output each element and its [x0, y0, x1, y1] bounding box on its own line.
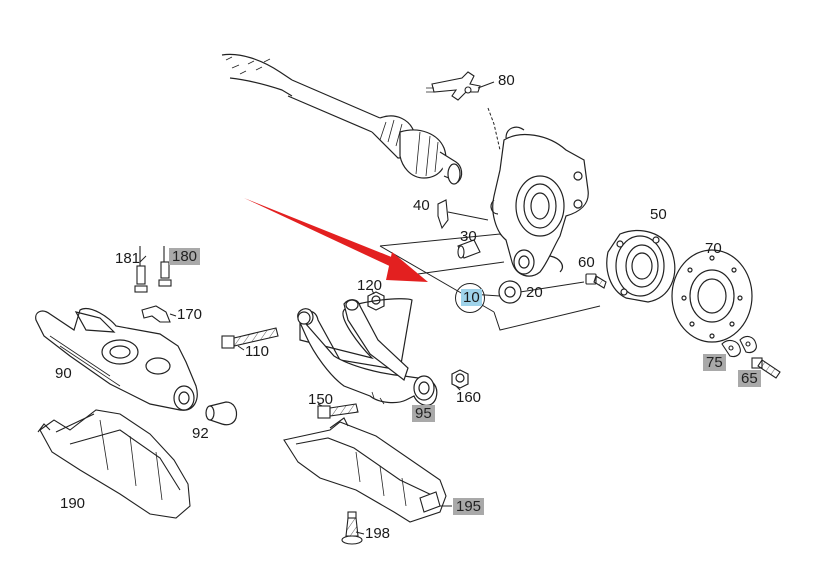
cover-part-190[interactable]	[37, 409, 191, 519]
bolt-part-181[interactable]	[134, 246, 148, 293]
label-part-198[interactable]: 198	[365, 525, 391, 542]
label-part-170[interactable]: 170	[177, 306, 203, 323]
label-part-95[interactable]: 95	[412, 405, 435, 422]
label-part-40[interactable]: 40	[413, 197, 430, 214]
rivet-part-198[interactable]	[341, 511, 363, 545]
brake-disc-part-70[interactable]	[671, 249, 753, 343]
label-part-92[interactable]: 92	[192, 425, 209, 442]
wheel-hub-part-50[interactable]	[606, 230, 676, 303]
clip-part-170[interactable]	[141, 305, 171, 323]
bolt-part-150[interactable]	[317, 403, 359, 419]
bolt-part-110[interactable]	[221, 327, 279, 349]
label-part-150[interactable]: 150	[308, 391, 334, 408]
bush-part-92[interactable]	[205, 401, 238, 426]
bolt-part-65[interactable]	[751, 357, 781, 379]
control-arm-part-95[interactable]	[297, 298, 438, 406]
nut-part-160[interactable]	[451, 369, 469, 389]
bracket-part-80[interactable]	[426, 71, 481, 101]
label-part-190[interactable]: 190	[60, 495, 86, 512]
label-part-110[interactable]: 110	[245, 343, 269, 360]
wheel-carrier-knuckle[interactable]	[490, 126, 589, 277]
nut-part-120[interactable]	[367, 291, 385, 311]
drive-shaft[interactable]	[221, 53, 463, 185]
label-part-90[interactable]: 90	[55, 365, 72, 382]
label-part-70[interactable]: 70	[705, 240, 722, 257]
leader-lines	[379, 233, 601, 331]
label-part-180[interactable]: 180	[169, 248, 201, 265]
selected-part-ring	[455, 283, 485, 313]
bush-part-30[interactable]	[457, 239, 481, 259]
red-pointer-arrow	[244, 198, 428, 282]
label-leaders	[139, 255, 461, 535]
bolt-part-180[interactable]	[158, 246, 172, 287]
clip-part-75[interactable]	[721, 335, 757, 358]
label-part-120[interactable]: 120	[357, 277, 383, 294]
label-part-80[interactable]: 80	[498, 72, 515, 89]
label-part-195[interactable]: 195	[453, 498, 485, 515]
label-part-10[interactable]: 10	[461, 289, 482, 306]
label-part-160[interactable]: 160	[456, 389, 482, 406]
bolt-part-60[interactable]	[585, 273, 607, 289]
label-part-65[interactable]: 65	[738, 370, 761, 387]
label-part-50[interactable]: 50	[650, 206, 667, 223]
label-part-30[interactable]: 30	[460, 228, 477, 245]
label-part-20[interactable]: 20	[526, 284, 543, 301]
cover-part-195[interactable]	[283, 417, 447, 523]
label-part-181[interactable]: 181	[115, 250, 141, 267]
clip-part-40[interactable]	[437, 199, 489, 230]
trailing-arm-part-90[interactable]	[35, 308, 198, 411]
bearing-part-20[interactable]	[498, 280, 522, 304]
label-part-75[interactable]: 75	[703, 354, 726, 371]
label-part-60[interactable]: 60	[578, 254, 595, 271]
